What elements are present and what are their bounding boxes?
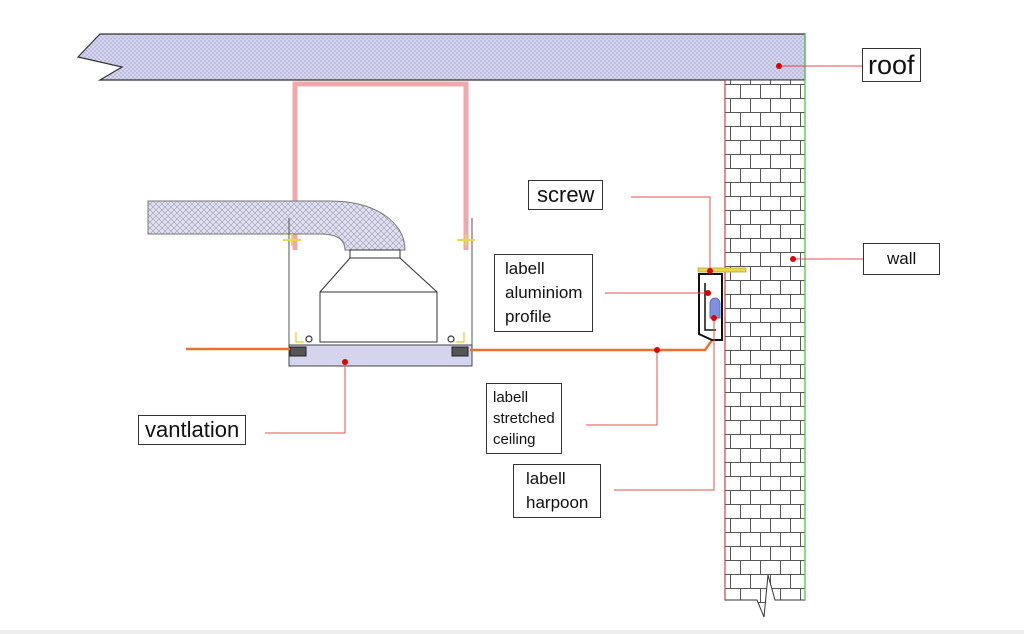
leader-lines	[265, 65, 863, 491]
aluminium-profile-line-2: aluminiom	[505, 283, 583, 302]
aluminium-profile-line-1: labell	[505, 259, 545, 278]
aluminium-profile-label: labell aluminiom profile	[494, 254, 594, 332]
screw	[697, 267, 747, 273]
wall-label: wall	[863, 243, 941, 275]
screw-label-text: screw	[537, 182, 595, 207]
stretched-ceiling-line-3: ceiling	[493, 431, 536, 448]
ceiling-profile-right	[451, 346, 469, 357]
ventilation-grille	[288, 344, 473, 367]
ceiling-profile-left	[289, 346, 307, 357]
fastener-right	[447, 335, 455, 343]
stretched-ceiling-line-2: stretched	[493, 410, 555, 427]
hanger-rods	[292, 81, 469, 250]
bottom-divider	[0, 630, 1024, 634]
wall-label-text: wall	[887, 249, 917, 268]
brick-wall	[724, 79, 806, 618]
corner-bracket-right	[456, 332, 465, 343]
aluminium-profile-line-3: profile	[505, 307, 552, 326]
fan-unit	[319, 249, 438, 343]
ventilation-label-text: vantlation	[145, 417, 240, 442]
leader-markers	[342, 63, 796, 365]
clip-left	[283, 234, 301, 246]
ventilation-duct	[147, 200, 406, 251]
harpoon-line-2: harpoon	[526, 493, 589, 512]
harpoon-label: labell harpoon	[513, 464, 602, 518]
ventilation-label: vantlation	[138, 415, 247, 445]
harpoon	[709, 297, 721, 319]
profile-inner-channel	[704, 283, 716, 331]
stretched-ceiling-label: labell stretched ceiling	[486, 383, 562, 454]
stretched-ceiling-film	[470, 335, 717, 352]
roof-slab	[76, 33, 806, 81]
harpoon-line-1: labell	[526, 469, 566, 488]
stretched-ceiling-line-1: labell	[493, 389, 529, 406]
corner-bracket-left	[295, 332, 304, 343]
fastener-left	[305, 335, 313, 343]
roof-label: roof	[862, 48, 921, 82]
screw-label: screw	[528, 180, 604, 210]
roof-label-text: roof	[868, 50, 915, 80]
clip-right	[457, 234, 475, 246]
